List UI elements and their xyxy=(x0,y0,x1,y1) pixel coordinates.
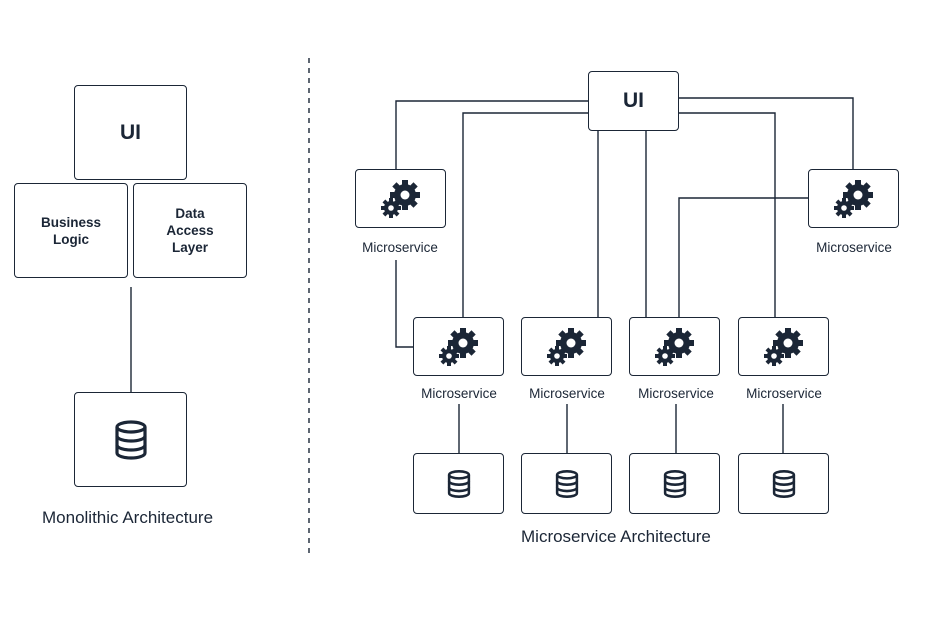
microservice-box-top-right xyxy=(808,169,899,228)
database-icon xyxy=(555,469,578,498)
monolith-ui-box: UI xyxy=(74,85,187,180)
gears-icon xyxy=(546,327,586,366)
microservice-box-4 xyxy=(738,317,829,376)
micro-ui-box: UI xyxy=(588,71,679,131)
monolith-title: Monolithic Architecture xyxy=(42,508,214,527)
gears-icon xyxy=(438,327,478,366)
microservice-label-3: Microservice xyxy=(638,386,714,401)
ui-to-service-1 xyxy=(462,112,589,318)
microservice-label-top-right: Microservice xyxy=(816,240,892,255)
microservice-box-1 xyxy=(413,317,504,376)
gears-icon xyxy=(833,179,873,218)
ui-to-service-4 xyxy=(678,112,776,318)
microservice-label-1: Microservice xyxy=(421,386,497,401)
database-icon xyxy=(663,469,686,498)
top-left-to-service-1 xyxy=(395,260,414,348)
data-access-layer-label: Data Access Layer xyxy=(166,206,214,255)
database-icon xyxy=(447,469,470,498)
ui-to-top-left-service xyxy=(395,100,589,169)
business-logic-box: Business Logic xyxy=(14,183,128,278)
database-icon xyxy=(114,419,147,460)
business-logic-label: Business Logic xyxy=(40,214,102,247)
microservice-title: Microservice Architecture xyxy=(521,527,711,546)
microservice-label-2: Microservice xyxy=(529,386,605,401)
ui-to-top-right-service xyxy=(678,97,854,169)
data-access-layer-box: Data Access Layer xyxy=(133,183,247,278)
microservice-database-box-4 xyxy=(738,453,829,514)
micro-ui-label: UI xyxy=(623,89,644,112)
top-right-to-service-3 xyxy=(678,197,809,318)
microservice-database-box-2 xyxy=(521,453,612,514)
microservice-database-box-1 xyxy=(413,453,504,514)
microservice-box-2 xyxy=(521,317,612,376)
microservice-box-3 xyxy=(629,317,720,376)
microservice-label-top-left: Microservice xyxy=(362,240,438,255)
monolith-ui-label: UI xyxy=(120,120,141,144)
database-icon xyxy=(772,469,795,498)
microservice-database-box-3 xyxy=(629,453,720,514)
monolith-database-box xyxy=(74,392,187,487)
gears-icon xyxy=(654,327,694,366)
gears-icon xyxy=(763,327,803,366)
gears-icon xyxy=(380,179,420,218)
microservice-label-4: Microservice xyxy=(746,386,822,401)
microservice-box-top-left xyxy=(355,169,446,228)
